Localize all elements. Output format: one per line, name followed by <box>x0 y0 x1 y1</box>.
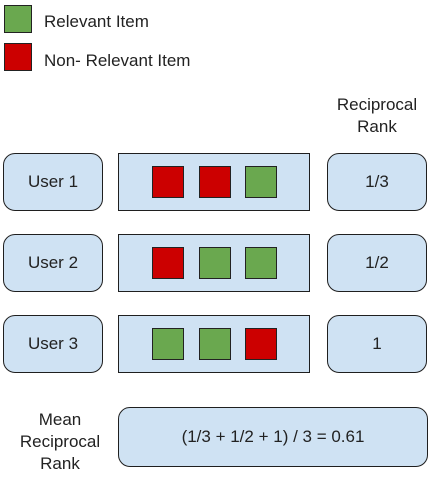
reciprocal-rank-heading-line1: Reciprocal <box>336 95 418 114</box>
user-3-box: User 3 <box>3 315 103 373</box>
legend-nonrelevant-label: Non- Relevant Item <box>44 51 191 70</box>
user-3-item-1 <box>152 328 184 360</box>
mrr-heading-line1: Mean <box>38 410 82 429</box>
legend-relevant-label: Relevant Item <box>44 12 149 31</box>
user-2-rr-value: 1/2 <box>365 253 389 272</box>
mrr-formula: (1/3 + 1/2 + 1) / 3 = 0.61 <box>181 427 365 446</box>
user-2-items <box>118 234 310 292</box>
mrr-formula-box: (1/3 + 1/2 + 1) / 3 = 0.61 <box>118 407 428 467</box>
user-2-label: User 2 <box>27 253 79 272</box>
user-3-items <box>118 315 310 373</box>
user-3-rr-box: 1 <box>327 315 427 373</box>
reciprocal-rank-heading-line2: Rank <box>357 117 397 136</box>
user-1-items <box>118 153 310 211</box>
user-1-item-3 <box>245 166 277 198</box>
user-2-item-3 <box>245 247 277 279</box>
user-2-item-1 <box>152 247 184 279</box>
user-2-rr-box: 1/2 <box>327 234 427 292</box>
legend-relevant-swatch <box>4 5 32 33</box>
legend-nonrelevant-swatch <box>4 43 32 71</box>
mrr-heading-line2: Reciprocal <box>19 432 101 451</box>
user-1-item-1 <box>152 166 184 198</box>
user-3-item-2 <box>199 328 231 360</box>
user-1-item-2 <box>199 166 231 198</box>
mrr-heading-line3: Rank <box>40 454 80 473</box>
reciprocal-rank-heading: Reciprocal Rank <box>318 94 432 138</box>
user-2-item-2 <box>199 247 231 279</box>
user-3-label: User 3 <box>27 334 79 353</box>
user-2-box: User 2 <box>3 234 103 292</box>
user-1-box: User 1 <box>3 153 103 211</box>
user-1-label: User 1 <box>27 172 79 191</box>
user-3-rr-value: 1 <box>372 334 382 353</box>
user-1-rr-box: 1/3 <box>327 153 427 211</box>
mrr-heading: Mean Reciprocal Rank <box>0 409 120 475</box>
user-1-rr-value: 1/3 <box>365 172 389 191</box>
user-3-item-3 <box>245 328 277 360</box>
